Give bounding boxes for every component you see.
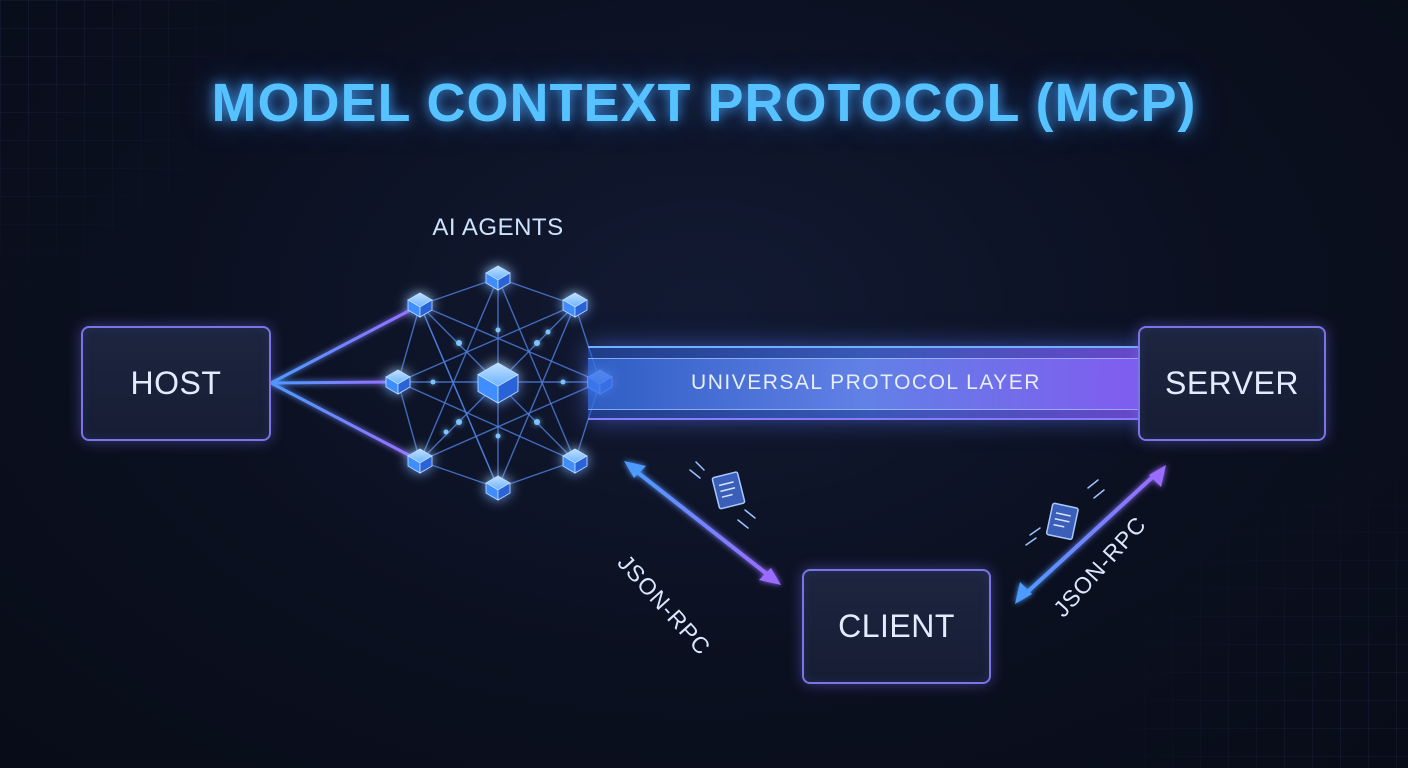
page-title: MODEL CONTEXT PROTOCOL (MCP) bbox=[211, 73, 1197, 133]
ai-agents-label: AI AGENTS bbox=[432, 214, 564, 241]
agent-cube-icon bbox=[477, 362, 519, 404]
data-particles bbox=[689, 461, 1105, 546]
host-label: HOST bbox=[130, 365, 222, 401]
agent-cube-icon bbox=[562, 448, 588, 474]
agent-mesh-nodes bbox=[430, 327, 566, 439]
server-label: SERVER bbox=[1164, 365, 1299, 401]
protocol-layer-band bbox=[588, 358, 1144, 410]
universal-protocol-layer: UNIVERSAL PROTOCOL LAYER bbox=[588, 346, 1144, 420]
server-node: SERVER bbox=[1138, 326, 1326, 441]
document-icon bbox=[711, 471, 746, 510]
client-label: CLIENT bbox=[838, 608, 955, 644]
host-node: HOST bbox=[81, 326, 271, 441]
document-icon bbox=[1045, 502, 1079, 541]
agent-cube-icon bbox=[562, 292, 588, 318]
json-rpc-arrow-right bbox=[1015, 465, 1166, 604]
json-rpc-arrow-left bbox=[624, 461, 781, 585]
agent-cube-icon bbox=[407, 292, 433, 318]
host-links bbox=[270, 303, 498, 463]
agent-cube-icon bbox=[407, 448, 433, 474]
client-node: CLIENT bbox=[802, 569, 991, 684]
agent-cube-icon bbox=[485, 475, 511, 501]
agent-cube-icon bbox=[485, 265, 511, 291]
agent-cube-icon bbox=[385, 369, 411, 395]
protocol-layer-label: UNIVERSAL PROTOCOL LAYER bbox=[691, 371, 1041, 394]
